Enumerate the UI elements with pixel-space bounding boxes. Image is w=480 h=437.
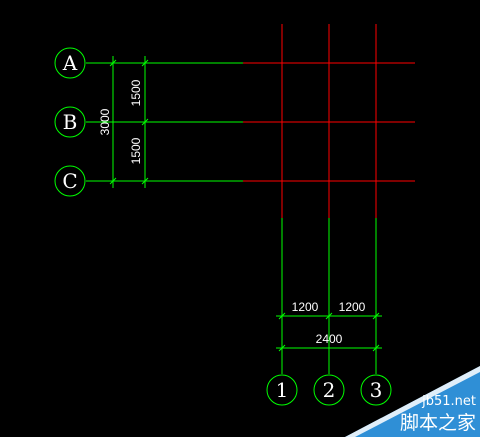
dim-tick — [141, 177, 149, 185]
axis-label-b: B — [63, 110, 78, 134]
axis-bubble-b[interactable]: B — [54, 106, 86, 138]
bubble-circle — [54, 47, 86, 79]
watermark-logo: jb51.net 脚本之家 — [345, 366, 480, 437]
axis-label-3: 3 — [370, 378, 383, 402]
dim-tick — [278, 312, 286, 320]
axis-bubble-a[interactable]: A — [54, 47, 86, 79]
horizontal-dimension-lines — [276, 310, 382, 354]
bubble-circle — [360, 374, 392, 406]
dim-text-total-horizontal: 2400 — [316, 332, 343, 346]
dim-tick — [109, 177, 117, 185]
dim-text-segment-1-horizontal: 1200 — [292, 300, 319, 314]
axis-label-1: 1 — [276, 378, 289, 402]
dim-text-segment-2-vertical: 1500 — [129, 137, 143, 164]
dim-tick — [278, 344, 286, 352]
red-grid-vertical — [281, 24, 377, 218]
watermark-stripe — [345, 366, 480, 437]
axis-label-2: 2 — [323, 378, 336, 402]
dim-tick — [372, 312, 380, 320]
watermark-title-text: 脚本之家 — [400, 412, 476, 434]
bubble-circle — [54, 106, 86, 138]
dim-tick — [141, 59, 149, 67]
vertical-dimension-lines — [107, 56, 151, 188]
dim-text-segment-2-horizontal: 1200 — [339, 300, 366, 314]
dim-text-total-vertical: 3000 — [98, 108, 112, 135]
dim-tick — [141, 118, 149, 126]
bubble-circle — [313, 374, 345, 406]
bubble-circle — [266, 374, 298, 406]
dim-tick — [109, 59, 117, 67]
axis-label-a: A — [62, 51, 78, 75]
watermark-site-text: jb51.net — [421, 394, 476, 409]
axis-bubble-2[interactable]: 2 — [313, 374, 345, 406]
bubble-circle — [54, 165, 86, 197]
dim-text-segment-1-vertical: 1500 — [129, 79, 143, 106]
dim-tick — [372, 344, 380, 352]
axis-label-c: C — [62, 169, 77, 193]
axis-bubble-c[interactable]: C — [54, 165, 86, 197]
dim-tick — [325, 312, 333, 320]
axis-bubble-1[interactable]: 1 — [266, 374, 298, 406]
axis-bubble-3[interactable]: 3 — [360, 374, 392, 406]
